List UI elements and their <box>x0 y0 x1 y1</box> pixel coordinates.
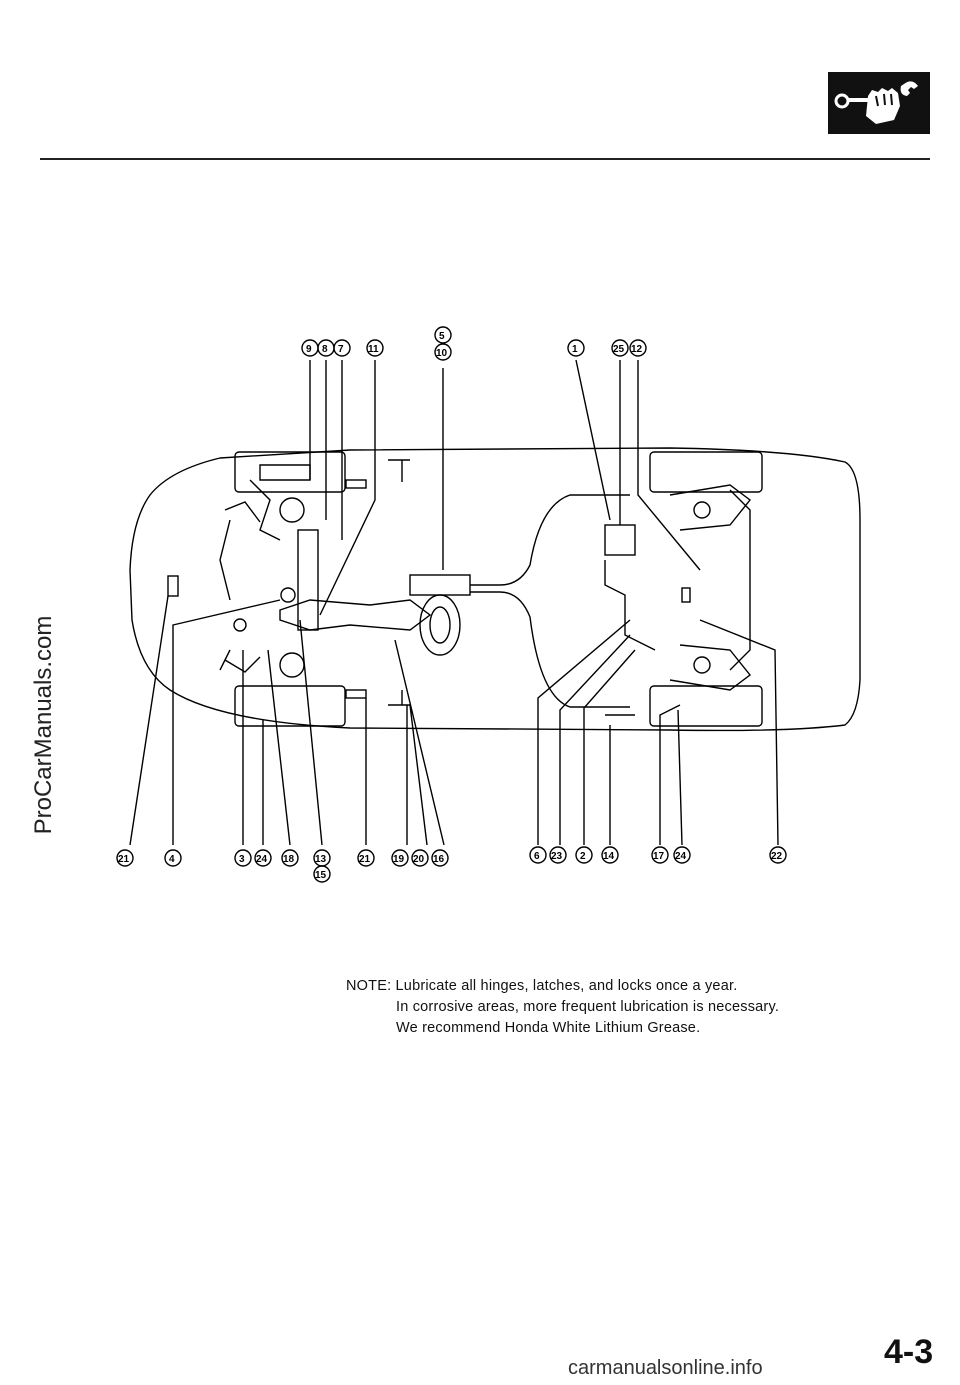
svg-text:4: 4 <box>169 854 175 865</box>
rear-left-wheel <box>649 451 763 493</box>
svg-text:24: 24 <box>675 851 687 862</box>
svg-text:12: 12 <box>631 344 643 355</box>
svg-text:13: 13 <box>315 854 327 865</box>
svg-text:1: 1 <box>572 344 578 355</box>
vehicle-chassis-lubrication-diagram: 9 8 7 11 5 10 1 25 12 21 4 3 24 18 13 15… <box>110 320 870 890</box>
svg-text:17: 17 <box>653 851 665 862</box>
svg-text:8: 8 <box>322 344 328 355</box>
car-body-outline <box>129 447 861 732</box>
svg-text:7: 7 <box>338 344 344 355</box>
note-line-1: NOTE: Lubricate all hinges, latches, and… <box>346 978 738 994</box>
svg-text:14: 14 <box>603 851 615 862</box>
page-number: 4-3 <box>884 1333 934 1371</box>
steering-wheel <box>419 594 461 656</box>
svg-text:25: 25 <box>613 344 625 355</box>
top-callouts: 9 8 7 11 5 10 1 25 12 <box>301 326 647 361</box>
svg-text:11: 11 <box>368 344 379 355</box>
rear-right-wheel <box>649 685 763 727</box>
svg-text:19: 19 <box>393 854 405 865</box>
lubrication-note: NOTE: Lubricate all hinges, latches, and… <box>346 976 826 1039</box>
svg-text:9: 9 <box>306 344 312 355</box>
svg-text:23: 23 <box>551 851 563 862</box>
svg-text:22: 22 <box>771 851 783 862</box>
svg-text:21: 21 <box>359 854 371 865</box>
note-line-2: In corrosive areas, more frequent lubric… <box>396 999 780 1015</box>
svg-text:3: 3 <box>239 854 245 865</box>
bottom-watermark: carmanualsonline.info <box>568 1357 763 1379</box>
bottom-callouts: 21 4 3 24 18 13 15 21 19 20 16 6 23 2 14… <box>116 846 787 883</box>
svg-text:18: 18 <box>283 854 295 865</box>
svg-text:16: 16 <box>433 854 445 865</box>
front-left-wheel <box>234 451 346 493</box>
svg-text:20: 20 <box>413 854 425 865</box>
note-line-3: We recommend Honda White Lithium Grease. <box>396 1020 701 1036</box>
svg-text:2: 2 <box>580 851 586 862</box>
svg-text:24: 24 <box>256 854 268 865</box>
svg-text:5: 5 <box>439 331 445 342</box>
side-watermark: ProCarManuals.com <box>14 560 74 890</box>
svg-text:21: 21 <box>118 854 130 865</box>
lubrication-hand-wrench-icon <box>828 72 930 134</box>
front-right-wheel <box>234 685 346 727</box>
svg-text:6: 6 <box>534 851 540 862</box>
header-rule <box>40 158 930 160</box>
svg-text:10: 10 <box>436 348 448 359</box>
side-watermark-text: ProCarManuals.com <box>30 615 57 835</box>
svg-text:15: 15 <box>315 870 327 881</box>
